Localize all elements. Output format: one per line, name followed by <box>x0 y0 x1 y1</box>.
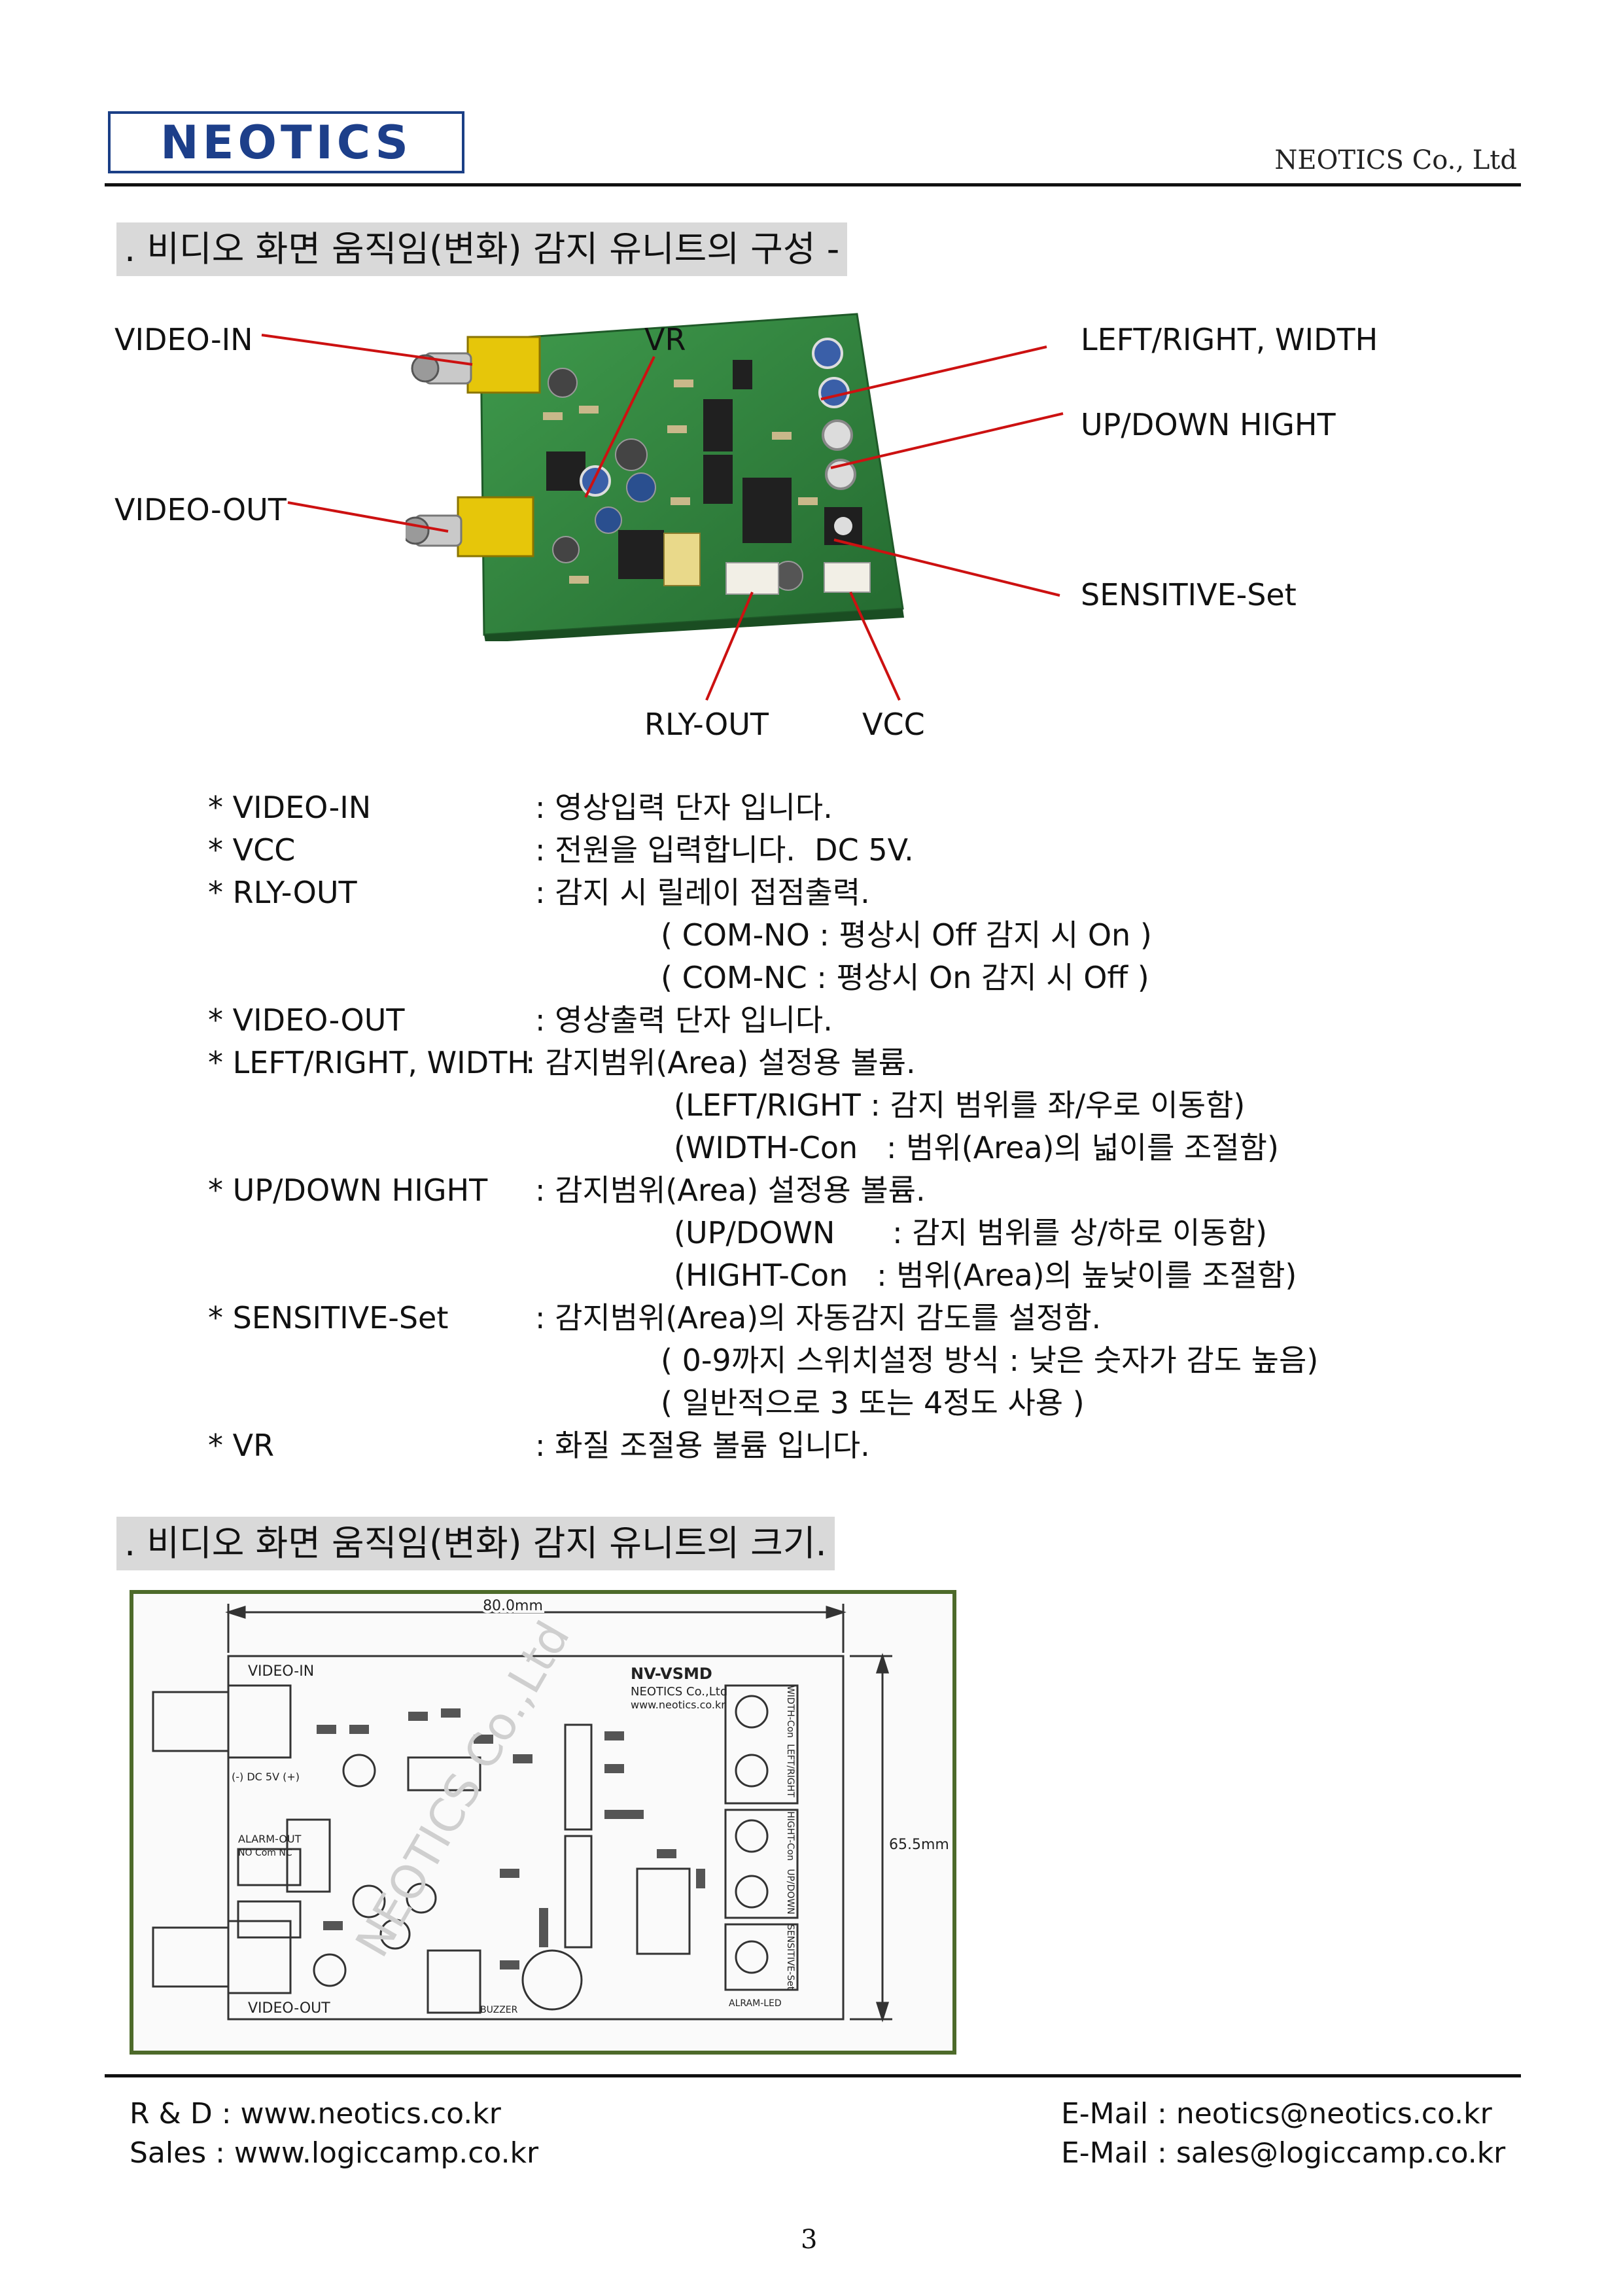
label-video-out: VIDEO-OUT <box>114 492 287 527</box>
spec-name: * VCC <box>208 832 296 868</box>
label-sensitive-set: SENSITIVE-Set <box>1081 577 1297 612</box>
spec-desc: ( COM-NO : 평상시 Off 감지 시 On ) <box>661 917 1152 953</box>
label-up-down-hight: UP/DOWN HIGHT <box>1081 407 1336 442</box>
footer-sales-link[interactable]: Sales : www.logiccamp.co.kr <box>130 2136 539 2170</box>
section-heading-composition: . 비디오 화면 움직임(변화) 감지 유니트의 구성 - <box>116 222 848 276</box>
spec-row: * VR : 화질 조절용 볼륨 입니다. <box>208 1426 1516 1468</box>
neotics-logo: NEOTICS <box>108 111 464 173</box>
footer-email-neotics[interactable]: E-Mail : neotics@neotics.co.kr <box>1061 2097 1492 2130</box>
drawing-power: (-) DC 5V (+) <box>232 1771 300 1783</box>
spec-name: * VIDEO-IN <box>208 790 372 825</box>
label-video-in: VIDEO-IN <box>114 322 253 357</box>
dimension-drawing: NEOTICS Co.,Ltd 80.0mm 65.5mm NV-VSMD NE… <box>130 1590 956 2055</box>
drawing-alarm-pins: NO Com NC <box>238 1848 292 1858</box>
maker-name: NEOTICS Co.,Ltd <box>631 1685 727 1699</box>
spec-name: * SENSITIVE-Set <box>208 1300 449 1335</box>
drawing-alarm-led: ALRAM-LED <box>729 1998 782 2009</box>
spec-desc: : 감지범위(Area)의 자동감지 감도를 설정함. <box>535 1300 1102 1335</box>
drawing-video-out: VIDEO-OUT <box>248 2000 330 2017</box>
spec-row: ( COM-NO : 평상시 Off 감지 시 On ) <box>208 915 1516 958</box>
logo-text: NEOTICS <box>160 115 412 169</box>
spec-row: * UP/DOWN HIGHT : 감지범위(Area) 설정용 볼륨. <box>208 1171 1516 1213</box>
spec-desc: : 전원을 입력합니다. DC 5V. <box>535 832 914 868</box>
pot-label-4: SENSITIVE-Set <box>785 1924 795 1990</box>
pot-label-3: UP/DOWN <box>785 1869 795 1915</box>
drawing-video-in: VIDEO-IN <box>248 1663 314 1680</box>
spec-desc: (HIGHT-Con : 범위(Area)의 높낮이를 조절함) <box>674 1258 1297 1293</box>
spec-desc: : 감지범위(Area) 설정용 볼륨. <box>525 1045 916 1080</box>
header-rule <box>105 183 1521 186</box>
spec-desc: : 감지범위(Area) 설정용 볼륨. <box>535 1173 926 1208</box>
footer-rd-link[interactable]: R & D : www.neotics.co.kr <box>130 2097 501 2130</box>
spec-desc: : 영상출력 단자 입니다. <box>535 1002 833 1038</box>
spec-name: * LEFT/RIGHT, WIDTH <box>208 1045 530 1080</box>
spec-row: (HIGHT-Con : 범위(Area)의 높낮이를 조절함) <box>208 1256 1516 1298</box>
spec-desc: (UP/DOWN : 감지 범위를 상/하로 이동함) <box>674 1215 1268 1250</box>
board-outline <box>227 1655 845 2021</box>
spec-name: * RLY-OUT <box>208 875 357 910</box>
spec-row: * LEFT/RIGHT, WIDTH: 감지범위(Area) 설정용 볼륨. <box>208 1043 1516 1086</box>
label-rly-out: RLY-OUT <box>644 707 769 742</box>
drawing-buzzer: BUZZER <box>480 2005 518 2015</box>
model-name: NV-VSMD <box>631 1665 712 1683</box>
spec-name: * VR <box>208 1428 275 1463</box>
height-dimension: 65.5mm <box>889 1837 949 1853</box>
spec-name: * VIDEO-OUT <box>208 1002 405 1038</box>
spec-desc: (LEFT/RIGHT : 감지 범위를 좌/우로 이동함) <box>674 1087 1246 1123</box>
width-dimension: 80.0mm <box>483 1598 543 1614</box>
label-vr: VR <box>644 322 686 357</box>
spec-row: * VIDEO-IN : 영상입력 단자 입니다. <box>208 788 1516 830</box>
company-name: NEOTICS Co., Ltd <box>1274 145 1517 175</box>
footer-email-sales[interactable]: E-Mail : sales@logiccamp.co.kr <box>1061 2136 1506 2170</box>
label-left-right-width: LEFT/RIGHT, WIDTH <box>1081 322 1378 357</box>
spec-desc: : 화질 조절용 볼륨 입니다. <box>535 1428 870 1463</box>
pot-label-2: HIGHT-Con <box>785 1811 795 1861</box>
spec-row: ( COM-NC : 평상시 On 감지 시 Off ) <box>208 958 1516 1000</box>
footer-rule <box>105 2074 1521 2077</box>
spec-desc: ( 일반적으로 3 또는 4정도 사용 ) <box>661 1385 1085 1421</box>
rca-connector-out <box>406 496 534 557</box>
label-vcc: VCC <box>862 707 925 742</box>
spec-desc: : 영상입력 단자 입니다. <box>535 790 833 825</box>
drawing-alarm-out: ALARM-OUT <box>238 1833 302 1845</box>
spec-row: * VCC : 전원을 입력합니다. DC 5V. <box>208 830 1516 873</box>
maker-url: www.neotics.co.kr <box>631 1699 725 1711</box>
spec-desc: ( 0-9까지 스위치설정 방식 : 낮은 숫자가 감도 높음) <box>661 1343 1319 1378</box>
spec-row: (UP/DOWN : 감지 범위를 상/하로 이동함) <box>208 1213 1516 1256</box>
spec-desc: (WIDTH-Con : 범위(Area)의 넓이를 조절함) <box>674 1130 1279 1165</box>
pot-label-1: LEFT/RIGHT <box>785 1744 795 1797</box>
spec-row: * SENSITIVE-Set : 감지범위(Area)의 자동감지 감도를 설정… <box>208 1298 1516 1341</box>
spec-row: * RLY-OUT : 감지 시 릴레이 접점출력. <box>208 873 1516 915</box>
spec-row: * VIDEO-OUT : 영상출력 단자 입니다. <box>208 1000 1516 1043</box>
pot-label-0: WIDTH-Con <box>785 1686 795 1738</box>
spec-row: (LEFT/RIGHT : 감지 범위를 좌/우로 이동함) <box>208 1086 1516 1128</box>
spec-name: * UP/DOWN HIGHT <box>208 1173 488 1208</box>
spec-row: ( 일반적으로 3 또는 4정도 사용 ) <box>208 1383 1516 1426</box>
spec-desc: ( COM-NC : 평상시 On 감지 시 Off ) <box>661 960 1149 995</box>
spec-row: (WIDTH-Con : 범위(Area)의 넓이를 조절함) <box>208 1128 1516 1171</box>
spec-desc: : 감지 시 릴레이 접점출력. <box>535 875 870 910</box>
pcb-outline-drawing: NEOTICS Co.,Ltd 80.0mm 65.5mm NV-VSMD NE… <box>152 1595 949 2022</box>
page-number: 3 <box>801 2225 818 2255</box>
spec-list: * VIDEO-IN : 영상입력 단자 입니다. * VCC : 전원을 입력합니다… <box>208 788 1516 1468</box>
section-heading-size: . 비디오 화면 움직임(변화) 감지 유니트의 크기. <box>116 1517 835 1570</box>
spec-row: ( 0-9까지 스위치설정 방식 : 낮은 숫자가 감도 높음) <box>208 1341 1516 1383</box>
rca-connector-in <box>411 336 541 394</box>
